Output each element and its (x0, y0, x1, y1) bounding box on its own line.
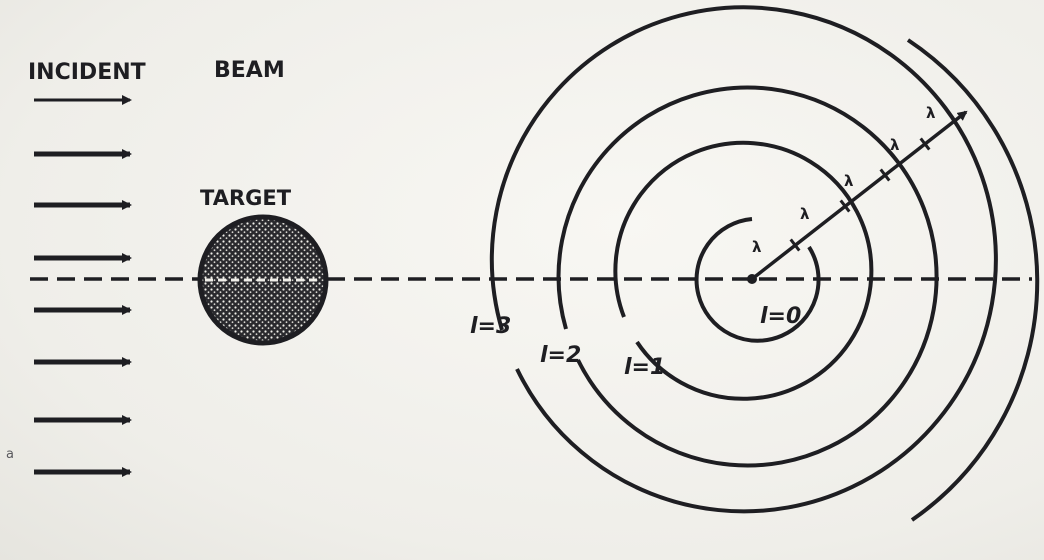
lambda-label-2: λ (800, 205, 810, 223)
stray-mark: a (6, 447, 14, 462)
origin-point (747, 274, 757, 284)
lambda-label-1: λ (752, 238, 762, 256)
incident-beam-arrows (34, 100, 130, 472)
label-l0: l=0 (760, 304, 801, 329)
lambda-label-3: λ (844, 172, 854, 190)
incident-label: INCIDENT (28, 60, 146, 85)
beam-label: BEAM (214, 58, 285, 83)
lambda-label-4: λ (890, 136, 900, 154)
lambda-label-5: λ (926, 104, 936, 122)
target-label: TARGET (200, 186, 292, 210)
arc-l3 (492, 7, 996, 511)
label-l3: l=3 (470, 314, 511, 339)
label-l1: l=1 (624, 355, 665, 380)
partial-wave-arcs (492, 7, 1037, 520)
label-l2: l=2 (540, 343, 581, 368)
